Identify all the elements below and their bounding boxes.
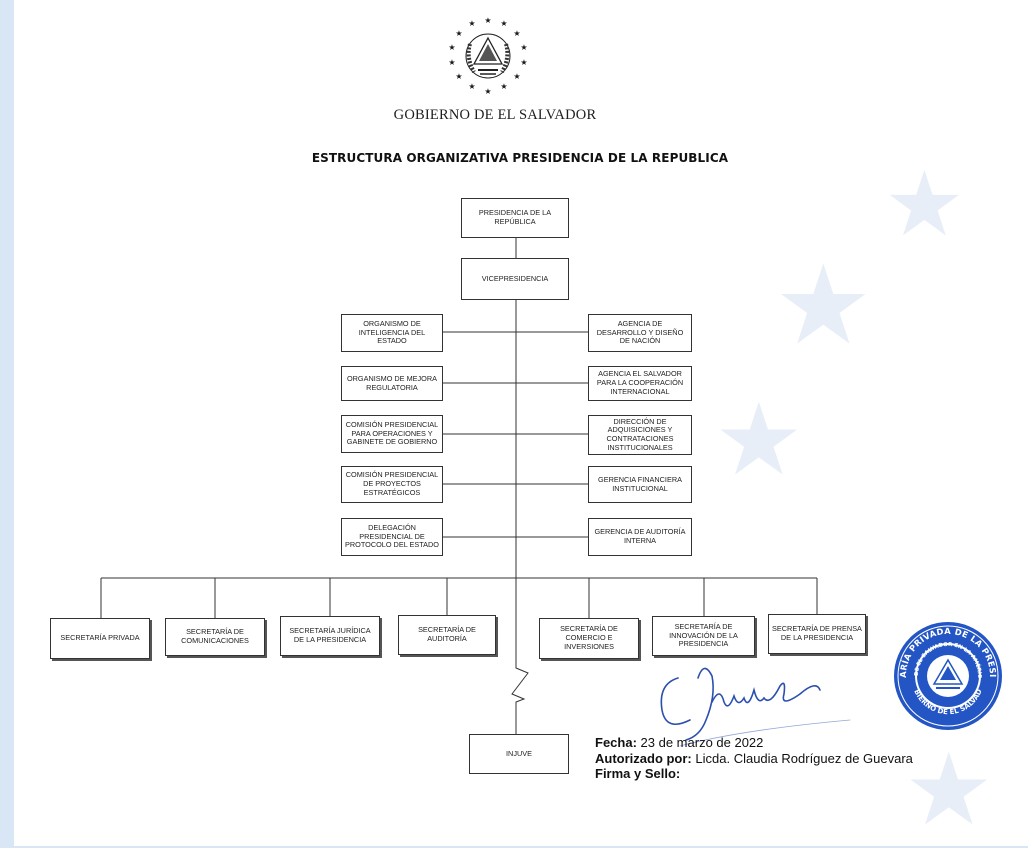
org-node-left-unit: DELEGACIÓN PRESIDENCIAL DE PROTOCOLO DEL…: [341, 518, 443, 556]
fecha-line: Fecha: 23 de marzo de 2022: [595, 735, 913, 751]
autorizado-line: Autorizado por: Licda. Claudia Rodríguez…: [595, 751, 913, 767]
fecha-label: Fecha:: [595, 735, 637, 750]
org-node-secretariat: SECRETARÍA DE COMERCIO E INVERSIONES: [539, 618, 639, 659]
page-title: ESTRUCTURA ORGANIZATIVA PRESIDENCIA DE L…: [311, 151, 729, 165]
svg-text:★: ★: [448, 43, 455, 52]
svg-text:★: ★: [468, 19, 475, 28]
document-page: ★ ★ ★ ★: [14, 0, 1028, 846]
org-node-left-unit: COMISIÓN PRESIDENCIAL PARA OPERACIONES Y…: [341, 415, 443, 453]
org-node-vicepresidency: VICEPRESIDENCIA: [461, 258, 569, 300]
org-node-left-unit: ORGANISMO DE INTELIGENCIA DEL ESTADO: [341, 314, 443, 352]
official-seal-icon: SECRETARÍA PRIVADA DE LA PRESIDENCIA REP…: [892, 620, 1002, 730]
firma-line: Firma y Sello:: [595, 766, 913, 782]
org-node-secretariat: SECRETARÍA PRIVADA: [50, 618, 150, 659]
svg-text:★: ★: [484, 87, 491, 96]
signature-icon: [660, 667, 851, 747]
org-node-left-unit: ORGANISMO DE MEJORA REGULATORIA: [341, 366, 443, 401]
autorizado-value: Licda. Claudia Rodríguez de Guevara: [695, 750, 913, 766]
fecha-value: 23 de marzo de 2022: [640, 735, 764, 750]
svg-text:★: ★: [455, 29, 462, 38]
org-node-right-unit: GERENCIA FINANCIERA INSTITUCIONAL: [588, 466, 692, 503]
watermark-star-icon: ★: [884, 152, 965, 257]
autorizado-label: Autorizado por:: [595, 750, 692, 766]
org-node-injuve: INJUVE: [469, 734, 569, 774]
svg-text:★: ★: [455, 72, 462, 81]
org-node-presidency: PRESIDENCIA DE LA REPÚBLICA: [461, 198, 569, 238]
svg-text:★: ★: [484, 16, 491, 25]
svg-text:★: ★: [513, 29, 520, 38]
org-node-left-unit: COMISIÓN PRESIDENCIAL DE PROYECTOS ESTRA…: [341, 466, 443, 503]
org-node-right-unit: DIRECCIÓN DE ADQUISICIONES Y CONTRATACIO…: [588, 415, 692, 455]
org-node-secretariat: SECRETARÍA DE INNOVACIÓN DE LA PRESIDENC…: [652, 616, 755, 656]
approval-block: Fecha: 23 de marzo de 2022 Autorizado po…: [595, 735, 913, 782]
watermark-star-icon: ★: [774, 241, 873, 369]
svg-text:★: ★: [448, 58, 455, 67]
org-node-secretariat: SECRETARÍA JURÍDICA DE LA PRESIDENCIA: [280, 616, 380, 656]
org-node-secretariat: SECRETARÍA DE AUDITORÍA: [398, 615, 496, 655]
svg-text:★: ★: [468, 82, 475, 91]
org-node-right-unit: AGENCIA DE DESARROLLO Y DISEÑO DE NACIÓN: [588, 314, 692, 352]
watermark-star-icon: ★: [714, 381, 804, 498]
svg-text:★: ★: [500, 82, 507, 91]
org-node-right-unit: GERENCIA DE AUDITORÍA INTERNA: [588, 518, 692, 556]
svg-text:★: ★: [520, 58, 527, 67]
firma-label: Firma y Sello:: [595, 766, 681, 781]
svg-text:★: ★: [520, 43, 527, 52]
org-node-secretariat: SECRETARÍA DE PRENSA DE LA PRESIDENCIA: [768, 614, 866, 654]
svg-text:★: ★: [500, 19, 507, 28]
svg-text:★: ★: [513, 72, 520, 81]
coat-of-arms-icon: ★ ★ ★ ★ ★ ★ ★ ★ ★ ★ ★ ★ ★ ★: [448, 16, 527, 96]
government-label: GOBIERNO DE EL SALVADOR: [393, 107, 597, 123]
org-node-secretariat: SECRETARÍA DE COMUNICACIONES: [165, 618, 265, 656]
org-node-right-unit: AGENCIA EL SALVADOR PARA LA COOPERACIÓN …: [588, 366, 692, 401]
watermark-star-icon: ★: [904, 731, 994, 848]
